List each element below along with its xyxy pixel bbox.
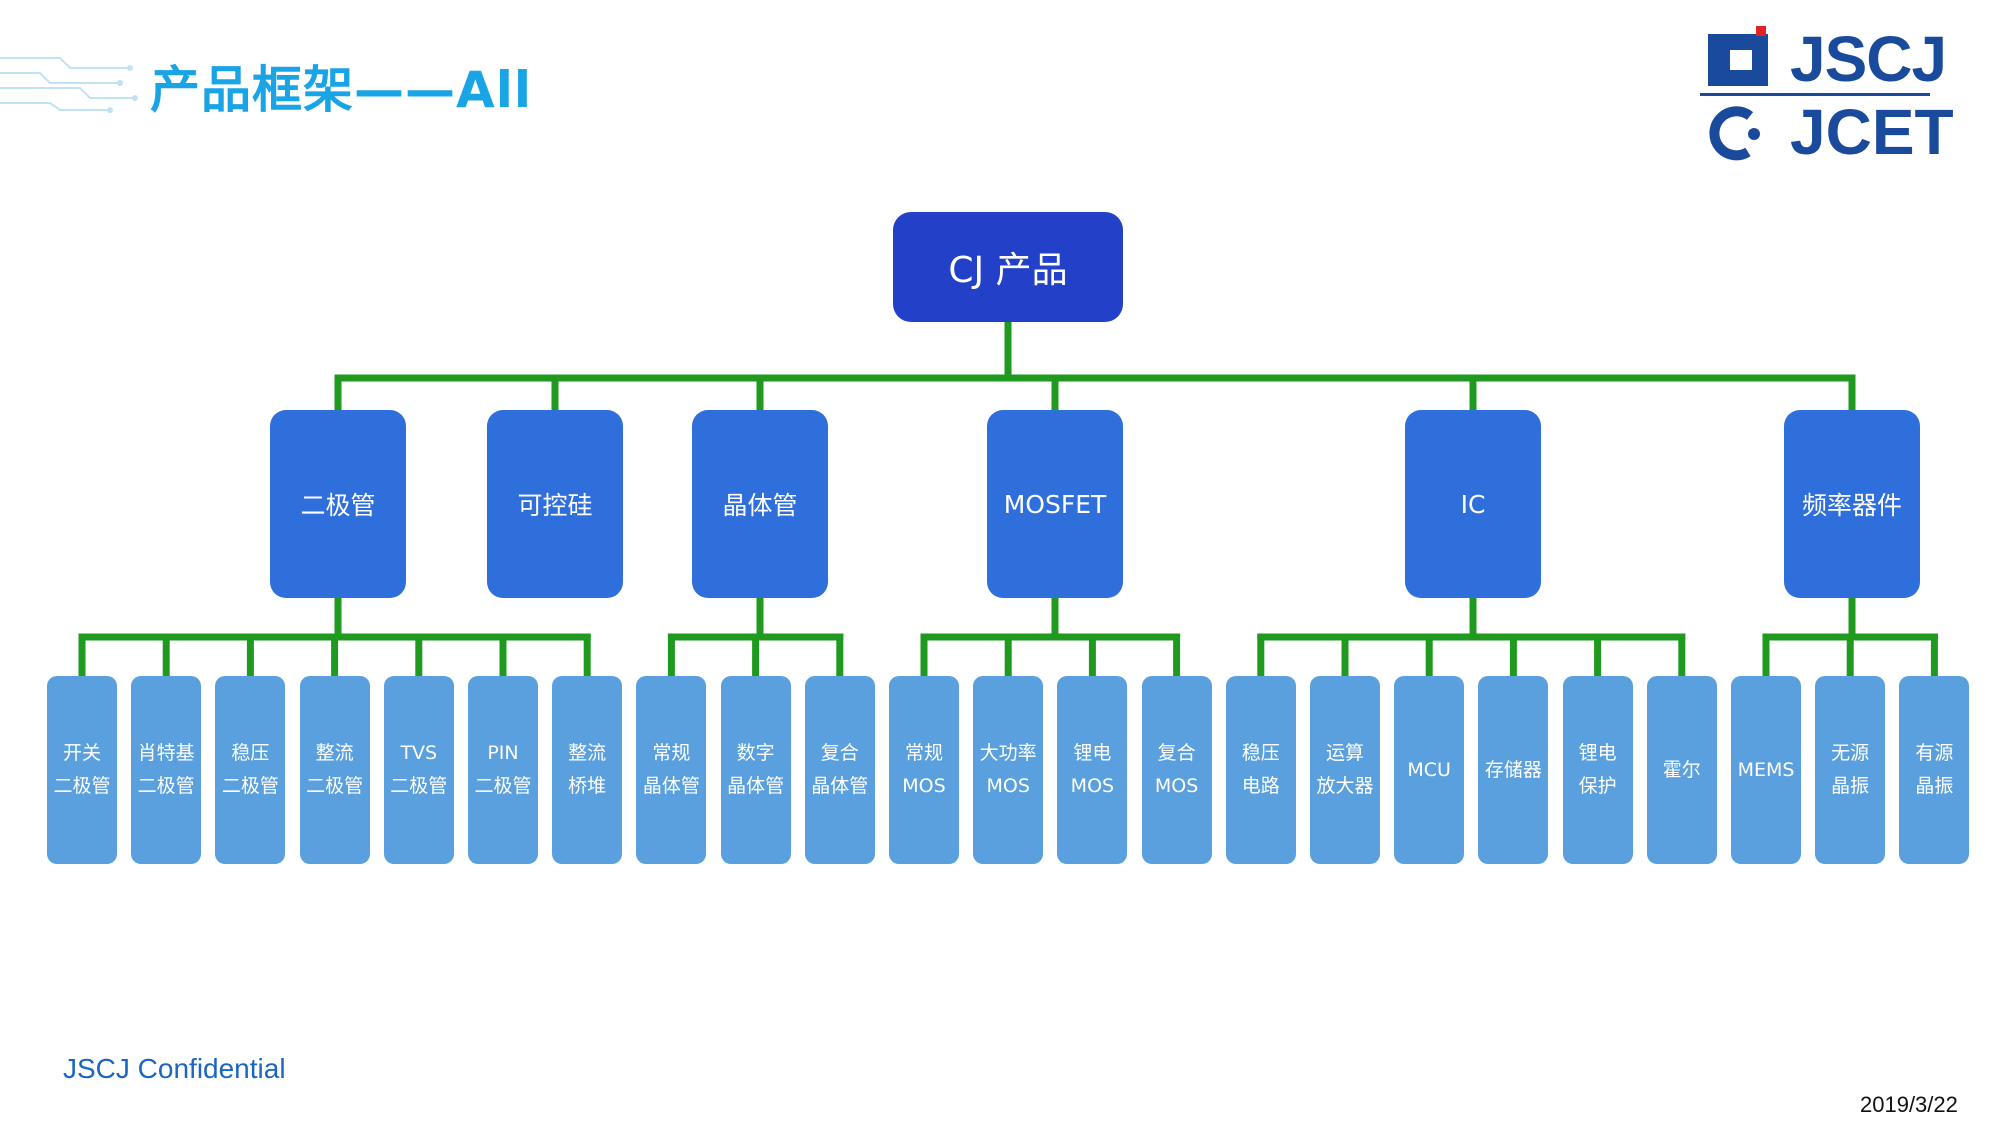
leaf-node: 稳压 电路 (1225, 676, 1296, 864)
leaf-node: 无源 晶振 (1815, 676, 1886, 864)
leaf-node: 复合 MOS (1141, 676, 1212, 864)
leaf-node: 有源 晶振 (1899, 676, 1970, 864)
category-node: 可控硅 (487, 410, 623, 598)
leaf-node: 存储器 (1478, 676, 1549, 864)
leaf-node: 稳压 二极管 (215, 676, 286, 864)
leaf-node: MCU (1394, 676, 1465, 864)
category-node: 二极管 (270, 410, 406, 598)
leaf-node: 锂电 MOS (1057, 676, 1128, 864)
root-node: CJ 产品 (893, 212, 1123, 322)
logo-top-text: JSCJ (1790, 23, 1947, 95)
logo-bottom-text: JCET (1790, 96, 1954, 168)
jcet-logo-mark-icon (1709, 106, 1760, 161)
leaf-node: 常规 MOS (889, 676, 959, 864)
leaf-node: 整流 桥堆 (552, 676, 623, 864)
category-node: IC (1405, 410, 1541, 598)
slide-date: 2019/3/22 (1860, 1092, 1958, 1117)
category-node: 晶体管 (692, 410, 828, 598)
leaf-node: 锂电 保护 (1562, 676, 1633, 864)
leaf-node: PIN 二极管 (468, 676, 538, 864)
jscj-logo-mark-icon (1708, 26, 1768, 86)
leaf-node: 肖特基 二极管 (131, 676, 202, 864)
leaf-node: 运算 放大器 (1310, 676, 1380, 864)
leaf-node: 开关 二极管 (47, 676, 117, 864)
leaf-node: 复合 晶体管 (804, 676, 875, 864)
leaf-node: 整流 二极管 (299, 676, 370, 864)
circuit-decoration (0, 57, 138, 113)
category-node: 频率器件 (1784, 410, 1920, 598)
slide-title: 产品框架——All (150, 61, 532, 119)
leaf-node: 常规 晶体管 (636, 676, 707, 864)
jscj-jcet-logo (1700, 20, 1930, 170)
confidential-footer: JSCJ Confidential (63, 1053, 286, 1084)
leaf-node: 大功率 MOS (973, 676, 1044, 864)
category-node: MOSFET (987, 410, 1123, 598)
logo-divider (1700, 93, 1930, 96)
leaf-node: TVS 二极管 (383, 676, 454, 864)
leaf-node: 霍尔 (1646, 676, 1717, 864)
leaf-node: MEMS (1731, 676, 1801, 864)
leaf-node: 数字 晶体管 (720, 676, 791, 864)
